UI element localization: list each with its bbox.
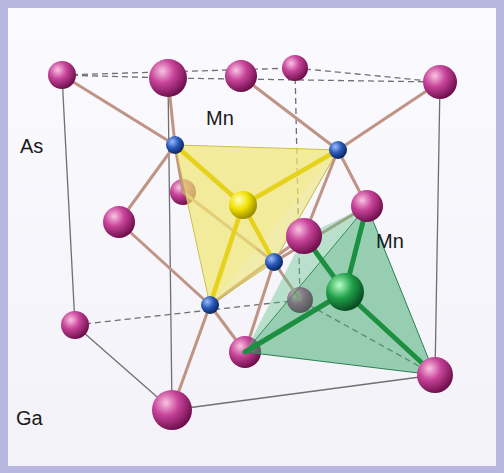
unit-cell-edges — [62, 68, 440, 410]
as-atoms — [166, 136, 347, 314]
atom-label: Mn — [206, 108, 234, 128]
interstitial-tetrahedron — [245, 206, 435, 375]
ga-as-bonds — [62, 75, 440, 410]
atom-label: Ga — [16, 408, 43, 428]
ground-panel — [8, 8, 496, 466]
atom-label: Mn — [376, 231, 404, 251]
ga-atoms-front — [149, 59, 457, 430]
atom-label: As — [20, 136, 43, 156]
